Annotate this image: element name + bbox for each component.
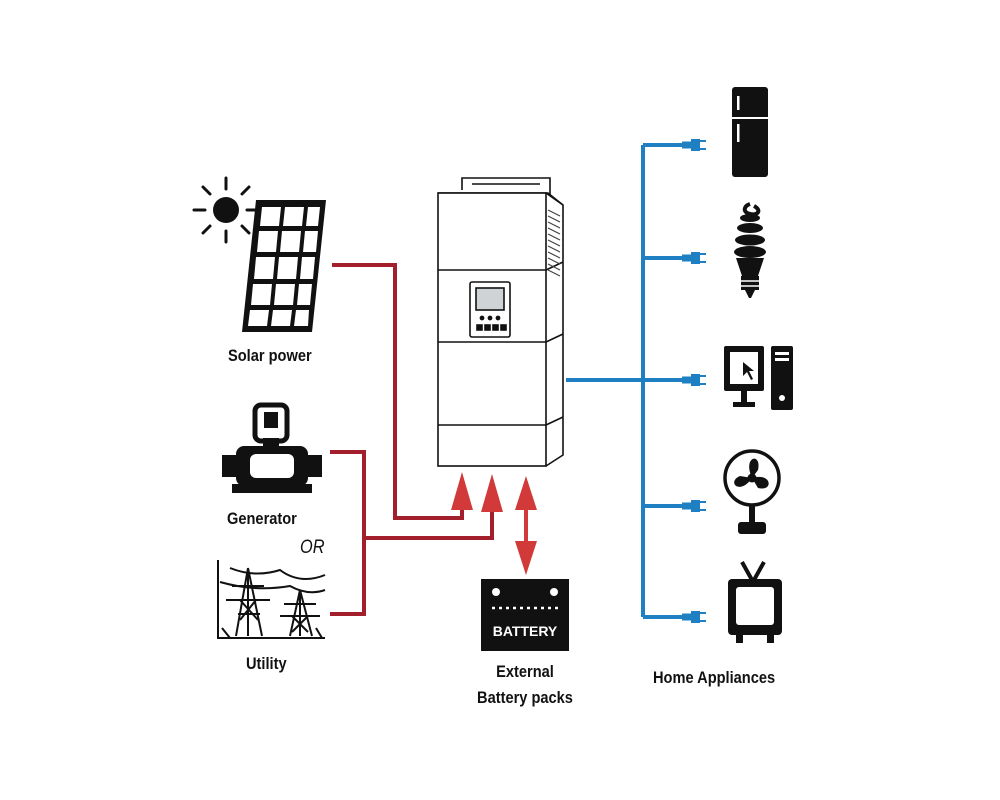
- cfl-bulb-icon: [734, 202, 766, 298]
- generator-icon: [222, 402, 322, 493]
- output-lines: [566, 143, 688, 619]
- battery-icon: BATTERY: [481, 579, 569, 651]
- solar-power-label: Solar power: [228, 346, 312, 365]
- battery-caption-line1: External: [496, 662, 554, 681]
- solar-input-arrow: [451, 472, 473, 510]
- solar-input-line: [332, 263, 464, 520]
- utility-label: Utility: [246, 654, 287, 673]
- power-plug-icon: [682, 374, 706, 386]
- power-plug-icon: [682, 500, 706, 512]
- home-appliances-label: Home Appliances: [653, 668, 776, 687]
- power-tower-icon: [217, 560, 326, 639]
- power-plug-icon: [682, 252, 706, 264]
- power-plug-icon: [682, 139, 706, 151]
- utility-input-line: [330, 538, 366, 616]
- battery-box-label: BATTERY: [493, 623, 558, 639]
- grid-input-arrow: [481, 474, 503, 512]
- or-label: OR: [300, 537, 325, 558]
- television-icon: [728, 561, 782, 643]
- solar-panel-icon: [242, 200, 326, 332]
- refrigerator-icon: [732, 87, 768, 177]
- battery-double-arrow: [515, 476, 537, 575]
- power-plug-icons: [682, 139, 706, 623]
- input-arrows: [451, 472, 503, 512]
- desk-fan-icon: [723, 449, 781, 534]
- input-lines: [330, 263, 494, 616]
- sun-icon: [192, 176, 260, 244]
- desktop-computer-icon: [724, 346, 793, 410]
- battery-caption-line2: Battery packs: [477, 688, 573, 707]
- inverter-icon: [437, 177, 564, 467]
- generator-label: Generator: [227, 509, 297, 528]
- power-plug-icon: [682, 611, 706, 623]
